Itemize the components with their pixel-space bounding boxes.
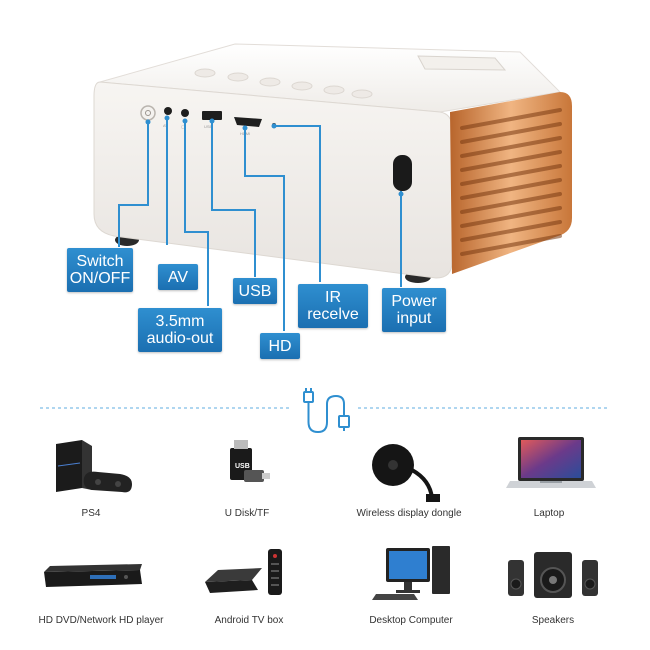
- usb-port: [202, 111, 222, 120]
- cooling-fins: [460, 108, 562, 256]
- callout-ir: IR recelve: [298, 284, 368, 328]
- game-console-icon: [56, 440, 132, 493]
- svg-text:AV: AV: [163, 123, 168, 128]
- desktop-computer-icon: [372, 546, 450, 600]
- speakers-icon: [508, 552, 598, 598]
- callout-power-line1: Power: [391, 293, 437, 310]
- display-dongle-icon: [372, 444, 440, 502]
- callout-hd: HD: [260, 333, 300, 359]
- dvd-player-icon: [44, 564, 142, 587]
- callout-hd-label: HD: [268, 337, 292, 355]
- callout-ir-line1: IR: [325, 289, 341, 306]
- callout-av: AV: [158, 264, 198, 290]
- callout-lines: [118, 118, 402, 331]
- usb-cable-icon: [303, 388, 350, 434]
- device-label-dongle: Wireless display dongle: [356, 508, 462, 519]
- callout-audio-line2: audio-out: [146, 330, 214, 347]
- callout-audio: 3.5mm audio-out: [138, 308, 222, 352]
- projector: AV ◯ USB HDMI: [93, 43, 572, 283]
- svg-text:USB: USB: [235, 463, 250, 470]
- device-label-ps4: PS4: [81, 508, 101, 519]
- hdmi-port: [234, 117, 262, 127]
- usb-drive-icon: USB: [230, 440, 270, 482]
- device-label-desktop: Desktop Computer: [369, 615, 453, 626]
- callout-usb-label: USB: [238, 282, 272, 300]
- svg-text:◯: ◯: [181, 124, 186, 129]
- svg-text:USB: USB: [204, 124, 213, 129]
- callout-switch: Switch ON/OFF: [67, 248, 133, 292]
- top-vent: [417, 55, 507, 71]
- callout-power-line2: input: [396, 310, 432, 327]
- callout-ir-line2: recelve: [307, 306, 359, 323]
- audio-jack: [181, 109, 189, 117]
- av-jack: [164, 107, 172, 115]
- callout-av-label: AV: [167, 268, 189, 286]
- callout-switch-line2: ON/OFF: [69, 270, 131, 287]
- power-input-port: [393, 155, 412, 191]
- device-label-udisk: U Disk/TF: [224, 508, 270, 519]
- callout-audio-line1: 3.5mm: [155, 313, 205, 330]
- device-label-tvbox: Android TV box: [214, 615, 284, 626]
- callout-usb: USB: [233, 278, 277, 304]
- power-switch: [140, 105, 156, 121]
- device-label-dvd: HD DVD/Network HD player: [38, 615, 164, 626]
- tv-box-icon: [205, 549, 282, 595]
- laptop-icon: [506, 437, 596, 488]
- callout-switch-line1: Switch: [76, 253, 124, 270]
- device-label-speakers: Speakers: [531, 615, 575, 626]
- device-label-laptop: Laptop: [533, 508, 565, 519]
- callout-power: Power input: [382, 288, 446, 332]
